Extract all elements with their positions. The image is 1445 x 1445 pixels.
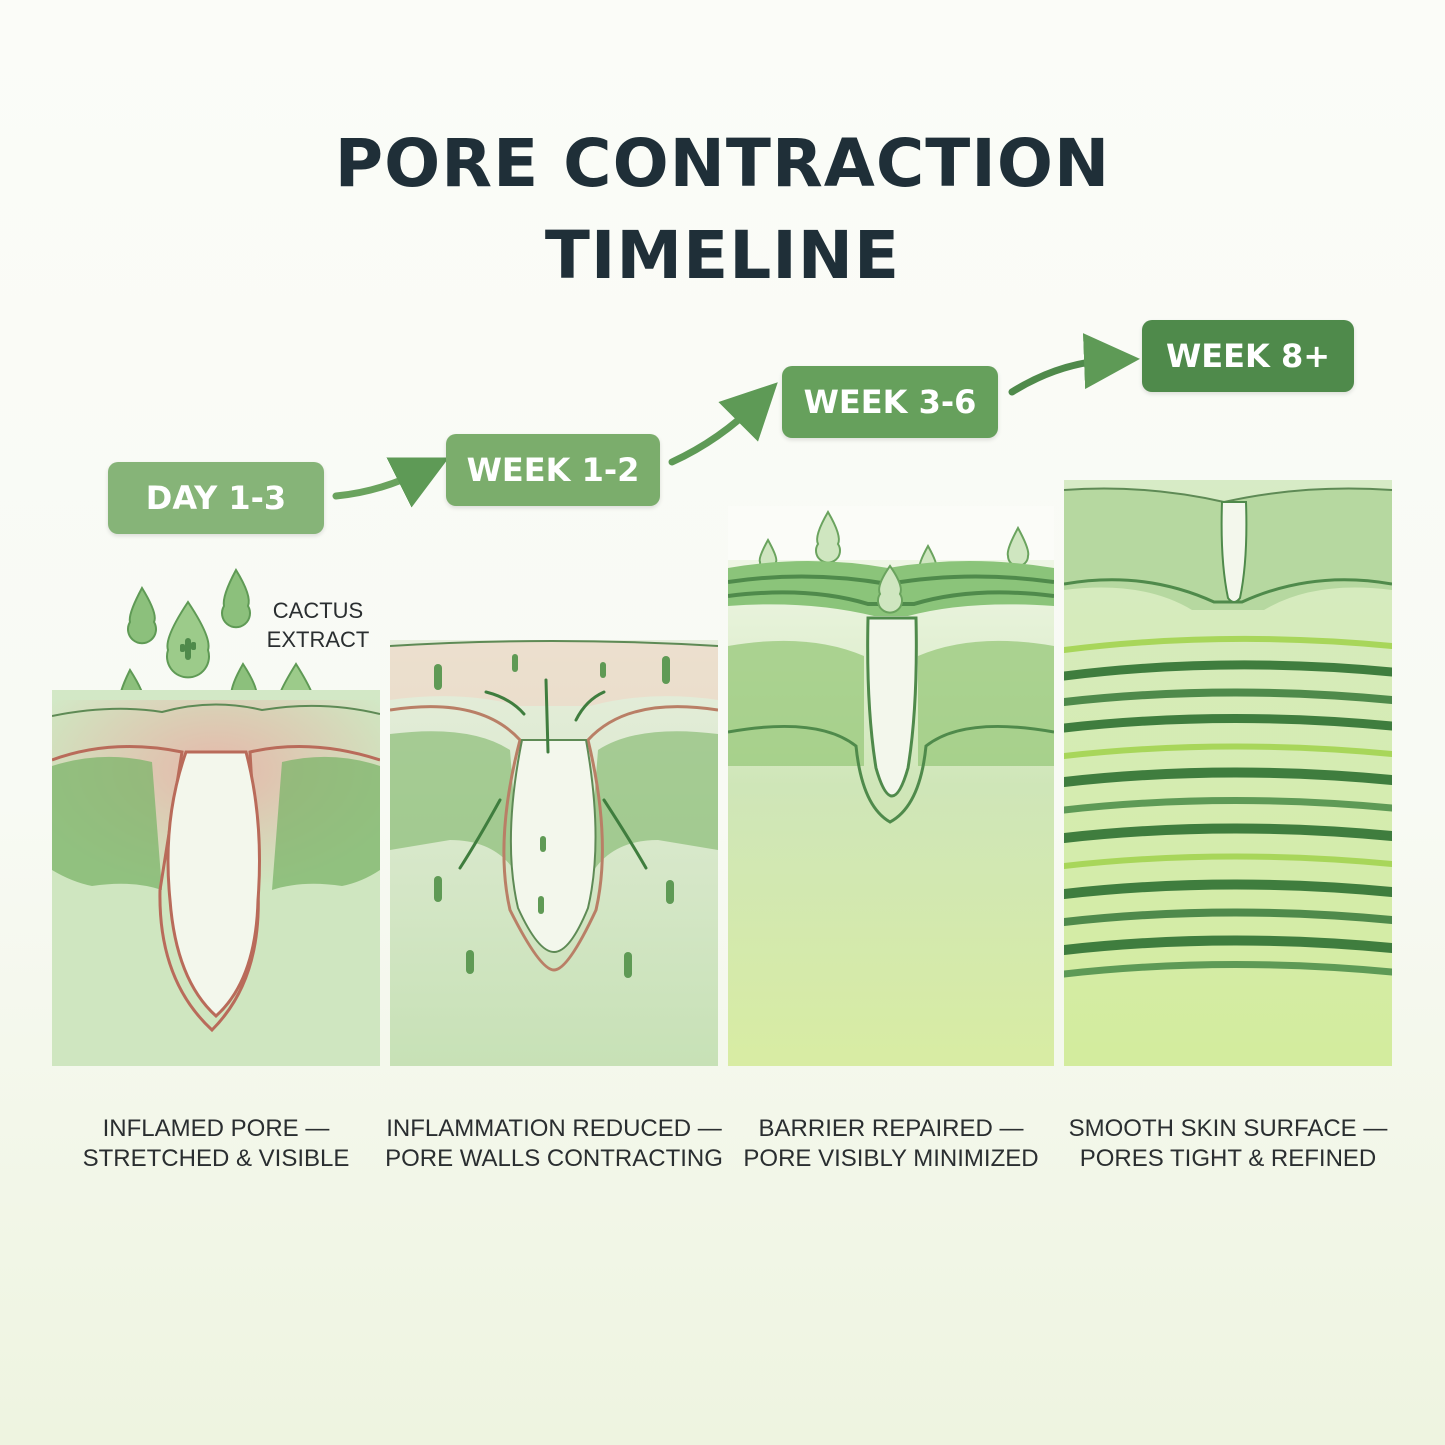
panel-week-3-6 — [728, 506, 1054, 1066]
caption-day-1-3: INFLAMED PORE — STRETCHED & VISIBLE — [46, 1114, 386, 1174]
cactus-icon — [466, 950, 474, 974]
caption-line-2: PORE WALLS CONTRACTING — [385, 1145, 723, 1172]
cactus-icon — [434, 664, 442, 690]
refined-skin-illustration — [1064, 480, 1392, 1066]
stage-label-week-8-plus: WEEK 8+ — [1142, 320, 1354, 392]
caption-line-2: STRETCHED & VISIBLE — [82, 1145, 350, 1172]
panel-week-8-plus — [1064, 480, 1392, 1066]
panel-week-1-2 — [390, 640, 718, 1066]
cactus-icon — [512, 654, 518, 672]
cactus-icon — [180, 638, 196, 660]
arrow-icon — [458, 798, 502, 870]
caption-line-1: SMOOTH SKIN SURFACE — — [1068, 1115, 1388, 1142]
droplet-icon — [221, 567, 251, 629]
cactus-icon — [666, 880, 674, 904]
caption-line-2: PORES TIGHT & REFINED — [1079, 1145, 1377, 1172]
cactus-icon — [662, 656, 670, 684]
stage-label-day-1-3: DAY 1-3 — [108, 462, 324, 534]
caption-line-1: BARRIER REPAIRED — — [758, 1115, 1024, 1142]
progress-arrow-icon — [332, 457, 450, 508]
caption-line-2: PORE VISIBLY MINIMIZED — [743, 1145, 1039, 1172]
inflamed-pore-illustration — [52, 690, 380, 1066]
progress-arrow-icon — [668, 382, 778, 466]
caption-week-1-2: INFLAMMATION REDUCED — PORE WALLS CONTRA… — [384, 1114, 724, 1174]
arrow-icon — [544, 678, 550, 754]
minimized-pore-illustration — [728, 506, 1054, 1066]
arrow-icon — [602, 798, 648, 870]
stage-label-week-1-2: WEEK 1-2 — [446, 434, 660, 506]
contracting-pore-illustration — [390, 640, 718, 1066]
arrow-icon — [574, 690, 606, 722]
stage-label-week-3-6: WEEK 3-6 — [782, 366, 998, 438]
cactus-icon — [624, 952, 632, 978]
extract-line-1: CACTUS — [272, 598, 364, 623]
caption-line-1: INFLAMED PORE — — [102, 1115, 330, 1142]
cactus-icon — [540, 836, 546, 852]
cactus-icon — [538, 896, 544, 914]
caption-week-3-6: BARRIER REPAIRED — PORE VISIBLY MINIMIZE… — [721, 1114, 1061, 1174]
caption-week-8-plus: SMOOTH SKIN SURFACE — PORES TIGHT & REFI… — [1058, 1114, 1398, 1174]
droplet-icon — [127, 585, 157, 645]
title-line-1: PORE CONTRACTION — [334, 125, 1111, 202]
extract-line-2: EXTRACT — [266, 627, 370, 652]
progress-arrow-icon — [1008, 333, 1140, 396]
cactus-extract-label: CACTUS EXTRACT — [258, 596, 378, 654]
cactus-icon — [600, 662, 606, 678]
page-title: PORE CONTRACTION TIMELINE — [0, 118, 1445, 302]
title-line-2: TIMELINE — [544, 217, 901, 294]
caption-line-1: INFLAMMATION REDUCED — — [386, 1115, 722, 1142]
arrow-icon — [484, 690, 526, 716]
droplet-icon — [877, 564, 903, 614]
panel-day-1-3 — [52, 690, 380, 1066]
cactus-icon — [434, 876, 442, 902]
